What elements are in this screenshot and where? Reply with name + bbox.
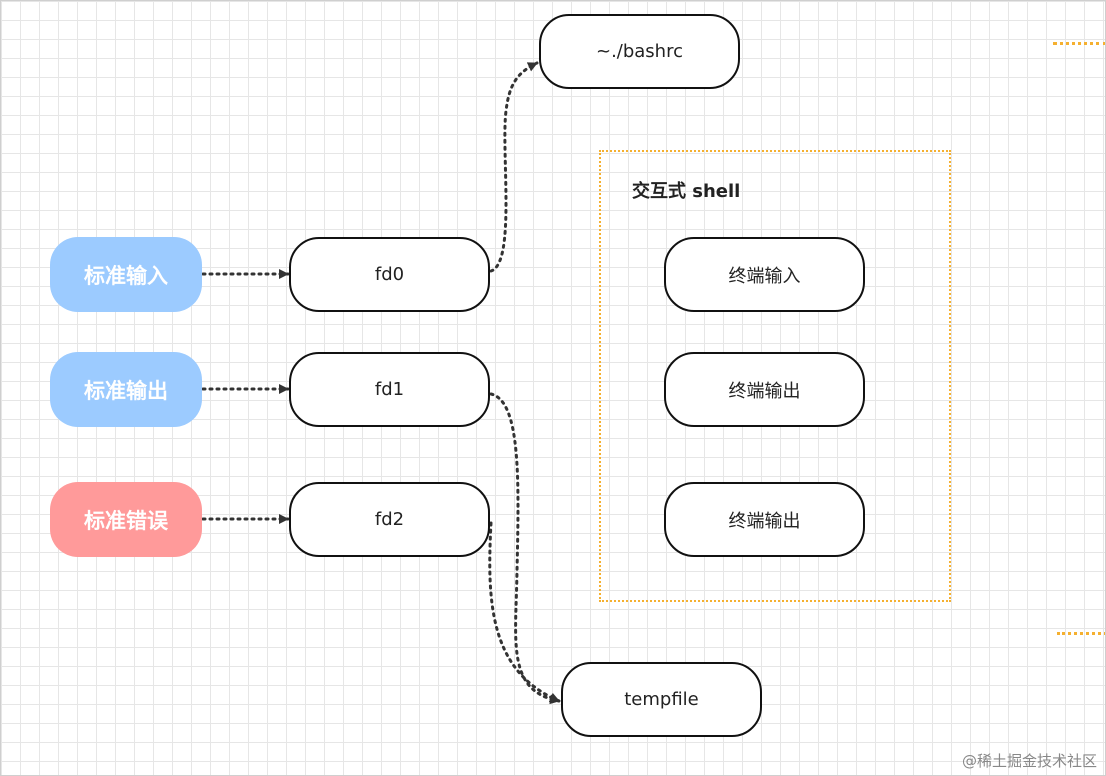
terminal-output-node: 终端输出	[664, 352, 865, 427]
watermark-text: @稀土掘金技术社区	[961, 752, 1097, 770]
stdin-node: 标准输入	[50, 237, 202, 312]
fd0-node: fd0	[289, 237, 490, 312]
offscreen-group-edge-bottom	[1057, 632, 1105, 635]
arrow-fd0-to-bashrc	[489, 61, 539, 273]
offscreen-group-edge-top	[1053, 42, 1105, 45]
interactive-shell-group: 交互式 shell	[599, 150, 951, 602]
stdout-node: 标准输出	[50, 352, 202, 427]
fd2-node: fd2	[289, 482, 490, 557]
terminal-output-node: 终端输出	[664, 482, 865, 557]
stderr-node: 标准错误	[50, 482, 202, 557]
tempfile-node: tempfile	[561, 662, 762, 737]
bashrc-node: ~./bashrc	[539, 14, 740, 89]
interactive-shell-title: 交互式 shell	[632, 181, 741, 202]
fd1-node: fd1	[289, 352, 490, 427]
arrow-fd1-to-tempfile	[489, 392, 561, 705]
terminal-input-node: 终端输入	[664, 237, 865, 312]
arrow-fd2-to-tempfile	[488, 521, 561, 703]
